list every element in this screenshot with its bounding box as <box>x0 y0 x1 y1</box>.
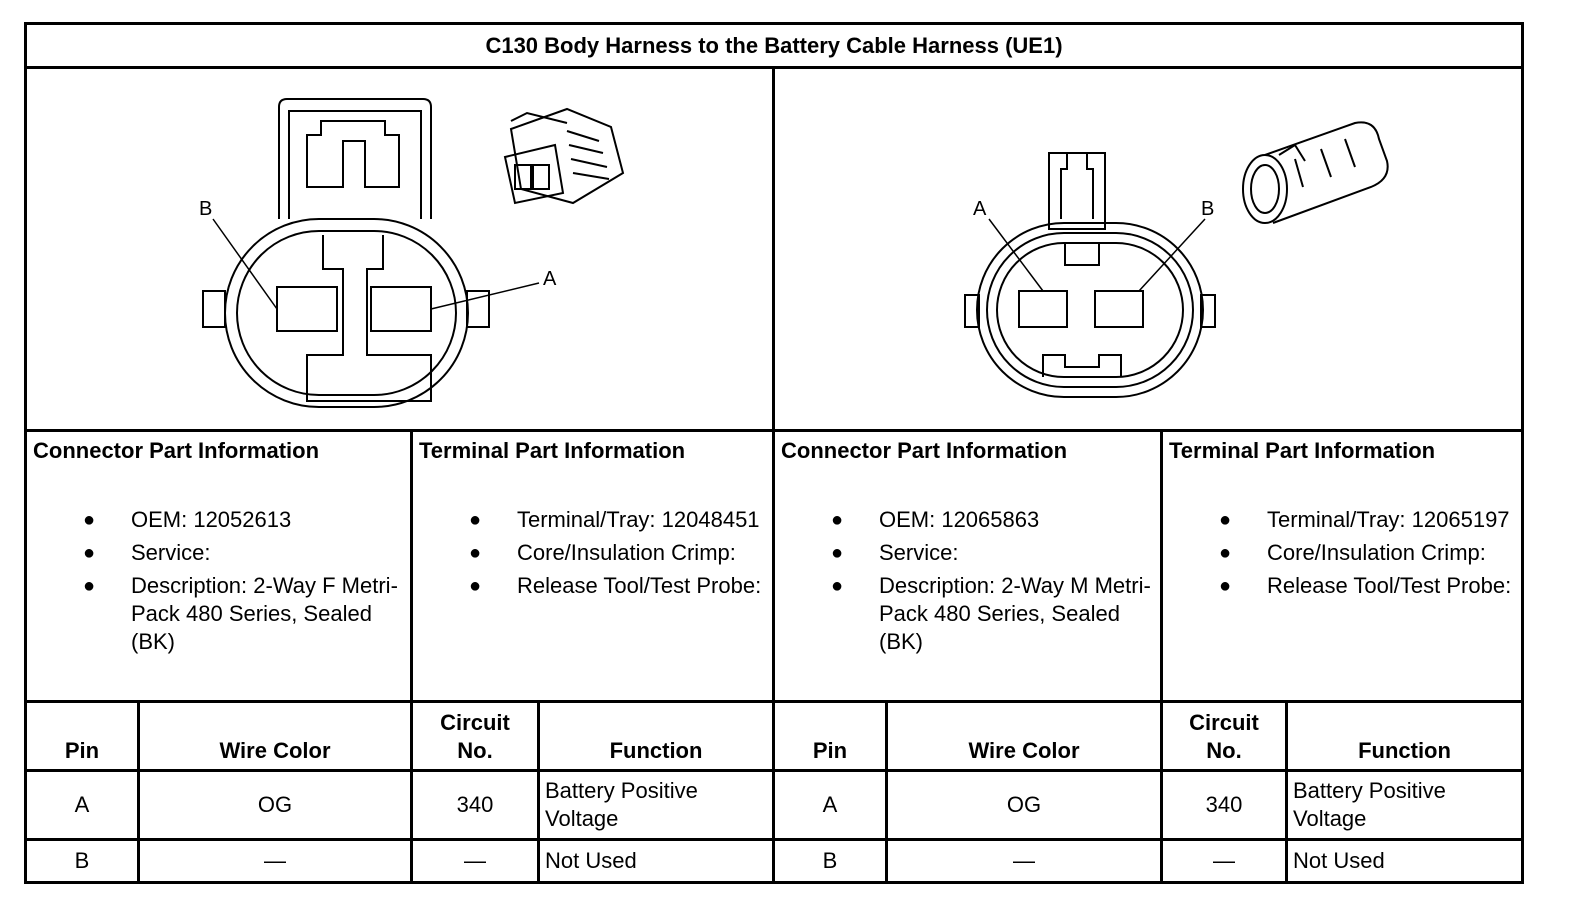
connector-m-diagram: A B <box>964 121 1389 398</box>
table-cell-function: Battery Positive Voltage <box>545 778 698 831</box>
terminal-info-list: ●Terminal/Tray: 12048451 ●Core/Insulatio… <box>419 506 766 600</box>
connector-part-info: Connector Part Information ●OEM: 1205261… <box>27 432 410 700</box>
divider <box>137 700 140 881</box>
table-cell-wire-color: OG <box>257 792 293 817</box>
column-header-wire-color: Wire Color <box>968 738 1080 763</box>
bullet-icon: ● <box>831 542 844 564</box>
list-item: ●Description: 2-Way M Metri-Pack 480 Ser… <box>831 573 1151 654</box>
connector-m-illustration <box>1242 121 1389 224</box>
column-header-wire-color: Wire Color <box>219 738 331 763</box>
table-cell-wire-color: OG <box>1006 792 1042 817</box>
sheet-title: C130 Body Harness to the Battery Cable H… <box>485 33 1063 58</box>
connector-f-illustration <box>503 107 625 205</box>
table-cell-wire-color: — <box>264 848 286 873</box>
list-item: ●OEM: 12052613 <box>83 507 292 532</box>
table-cell-circuit: — <box>1213 848 1235 873</box>
list-item: ●Service: <box>831 540 959 565</box>
connector-sheet: C130 Body Harness to the Battery Cable H… <box>24 22 1524 884</box>
list-item: ●Core/Insulation Crimp: <box>469 540 736 565</box>
pin-b-callout: B <box>199 198 212 220</box>
divider <box>537 700 540 881</box>
terminal-info-list: ●Terminal/Tray: 12065197 ●Core/Insulatio… <box>1169 506 1515 600</box>
table-cell-wire-color: — <box>1013 848 1035 873</box>
terminal-part-info: Terminal Part Information ●Terminal/Tray… <box>413 432 772 700</box>
connector-info-list: ●OEM: 12065863 ●Service: ●Description: 2… <box>781 506 1154 656</box>
bullet-icon: ● <box>831 575 844 597</box>
list-item: ●Description: 2-Way F Metri-Pack 480 Ser… <box>83 573 398 654</box>
bullet-icon: ● <box>1219 509 1232 531</box>
pin-b-callout: B <box>1201 198 1214 220</box>
list-item: ●Terminal/Tray: 12065197 <box>1219 507 1510 532</box>
table-cell-function: Battery Positive Voltage <box>1293 778 1446 831</box>
divider <box>885 700 888 881</box>
connector-info-heading: Connector Part Information <box>781 438 1068 463</box>
table-cell-function: Not Used <box>1293 848 1385 873</box>
bullet-icon: ● <box>469 575 482 597</box>
bullet-icon: ● <box>1219 575 1232 597</box>
column-header-pin: Pin <box>812 738 848 763</box>
table-cell-pin: B <box>822 848 838 873</box>
divider <box>410 429 413 881</box>
table-cell-circuit: — <box>464 848 486 873</box>
table-cell-circuit: 340 <box>1205 792 1243 817</box>
column-header-circuit-no: Circuit No. <box>440 710 510 763</box>
table-cell-pin: B <box>74 848 90 873</box>
bullet-icon: ● <box>1219 542 1232 564</box>
bullet-icon: ● <box>831 509 844 531</box>
column-header-function: Function <box>609 738 703 763</box>
list-item: ●OEM: 12065863 <box>831 507 1040 532</box>
connector-part-info: Connector Part Information ●OEM: 1206586… <box>775 432 1160 700</box>
table-cell-pin: A <box>74 792 90 817</box>
list-item: ●Core/Insulation Crimp: <box>1219 540 1486 565</box>
divider <box>1160 429 1163 881</box>
table-cell-function: Not Used <box>545 848 637 873</box>
terminal-part-info: Terminal Part Information ●Terminal/Tray… <box>1163 432 1521 700</box>
pin-a-callout: A <box>973 198 987 220</box>
terminal-info-heading: Terminal Part Information <box>1169 438 1436 463</box>
bullet-icon: ● <box>469 509 482 531</box>
column-header-pin: Pin <box>64 738 100 763</box>
list-item: ●Release Tool/Test Probe: <box>1219 573 1512 598</box>
list-item: ●Release Tool/Test Probe: <box>469 573 762 598</box>
list-item: ●Terminal/Tray: 12048451 <box>469 507 760 532</box>
table-cell-circuit: 340 <box>456 792 494 817</box>
list-item: ●Service: <box>83 540 211 565</box>
table-cell-pin: A <box>822 792 838 817</box>
bullet-icon: ● <box>83 542 96 564</box>
divider <box>1285 700 1288 881</box>
divider <box>772 66 775 881</box>
bullet-icon: ● <box>83 509 96 531</box>
connector-f-diagram: B A <box>199 98 625 408</box>
bullet-icon: ● <box>83 575 96 597</box>
column-header-function: Function <box>1358 738 1451 763</box>
terminal-info-heading: Terminal Part Information <box>419 438 686 463</box>
connector-info-heading: Connector Part Information <box>33 438 320 463</box>
column-header-circuit-no: Circuit No. <box>1189 710 1259 763</box>
pin-a-callout: A <box>543 268 557 290</box>
bullet-icon: ● <box>469 542 482 564</box>
connector-info-list: ●OEM: 12052613 ●Service: ●Description: 2… <box>33 506 404 656</box>
